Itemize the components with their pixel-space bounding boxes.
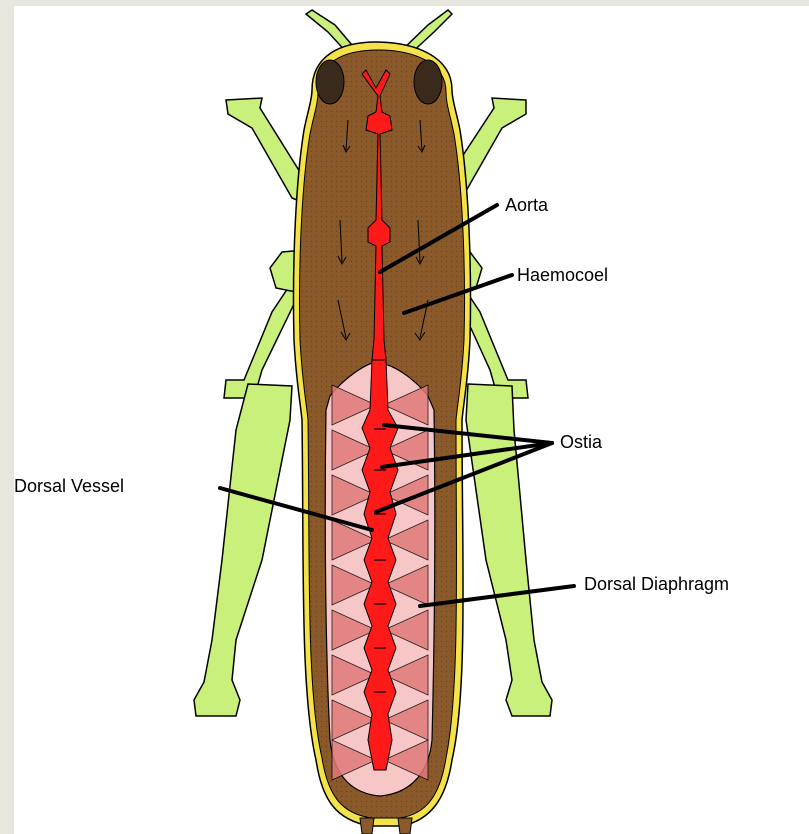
left-hind-leg (194, 384, 292, 716)
label-ostia: Ostia (560, 432, 603, 452)
left-eye (316, 60, 344, 104)
label-dorsal-diaphragm: Dorsal Diaphragm (584, 574, 729, 594)
label-aorta: Aorta (505, 195, 549, 215)
label-dorsal-vessel: Dorsal Vessel (14, 476, 124, 496)
label-haemocoel: Haemocoel (517, 265, 608, 285)
right-eye (414, 60, 442, 104)
